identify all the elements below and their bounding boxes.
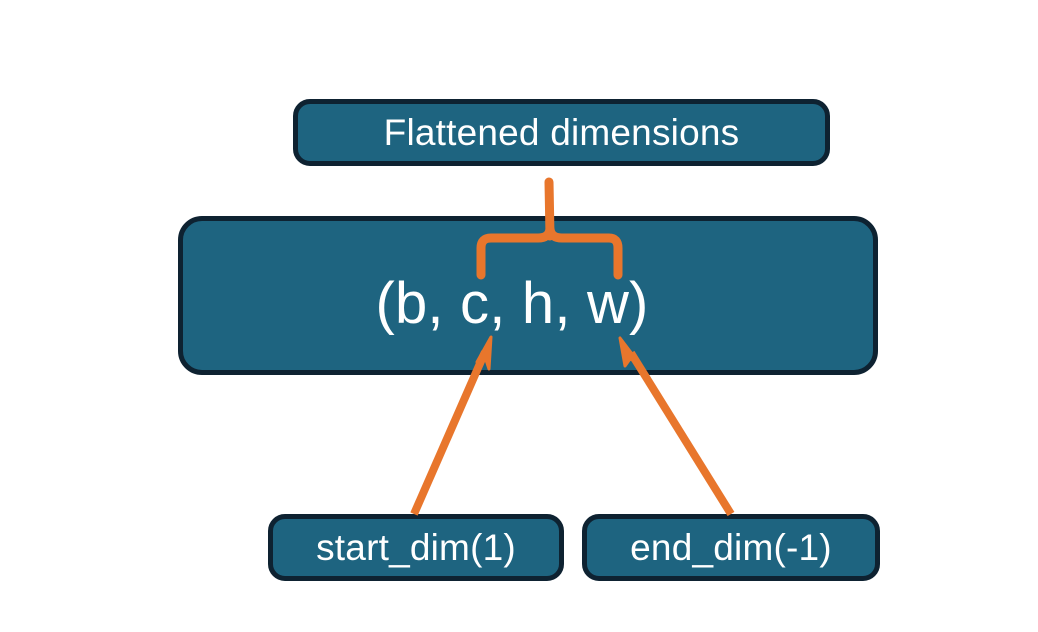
flattened-dimensions-node[interactable]: Flattened dimensions [293, 99, 830, 166]
start-dim-node[interactable]: start_dim(1) [268, 514, 564, 581]
start-dim-label: start_dim(1) [316, 527, 516, 568]
end-dim-label: end_dim(-1) [630, 527, 832, 568]
flattened-dimensions-label: Flattened dimensions [383, 112, 740, 153]
end-dim-node[interactable]: end_dim(-1) [582, 514, 880, 581]
tensor-shape-label: (b, c, h, w) [375, 270, 649, 336]
tensor-shape-node[interactable]: (b, c, h, w) [178, 216, 878, 375]
